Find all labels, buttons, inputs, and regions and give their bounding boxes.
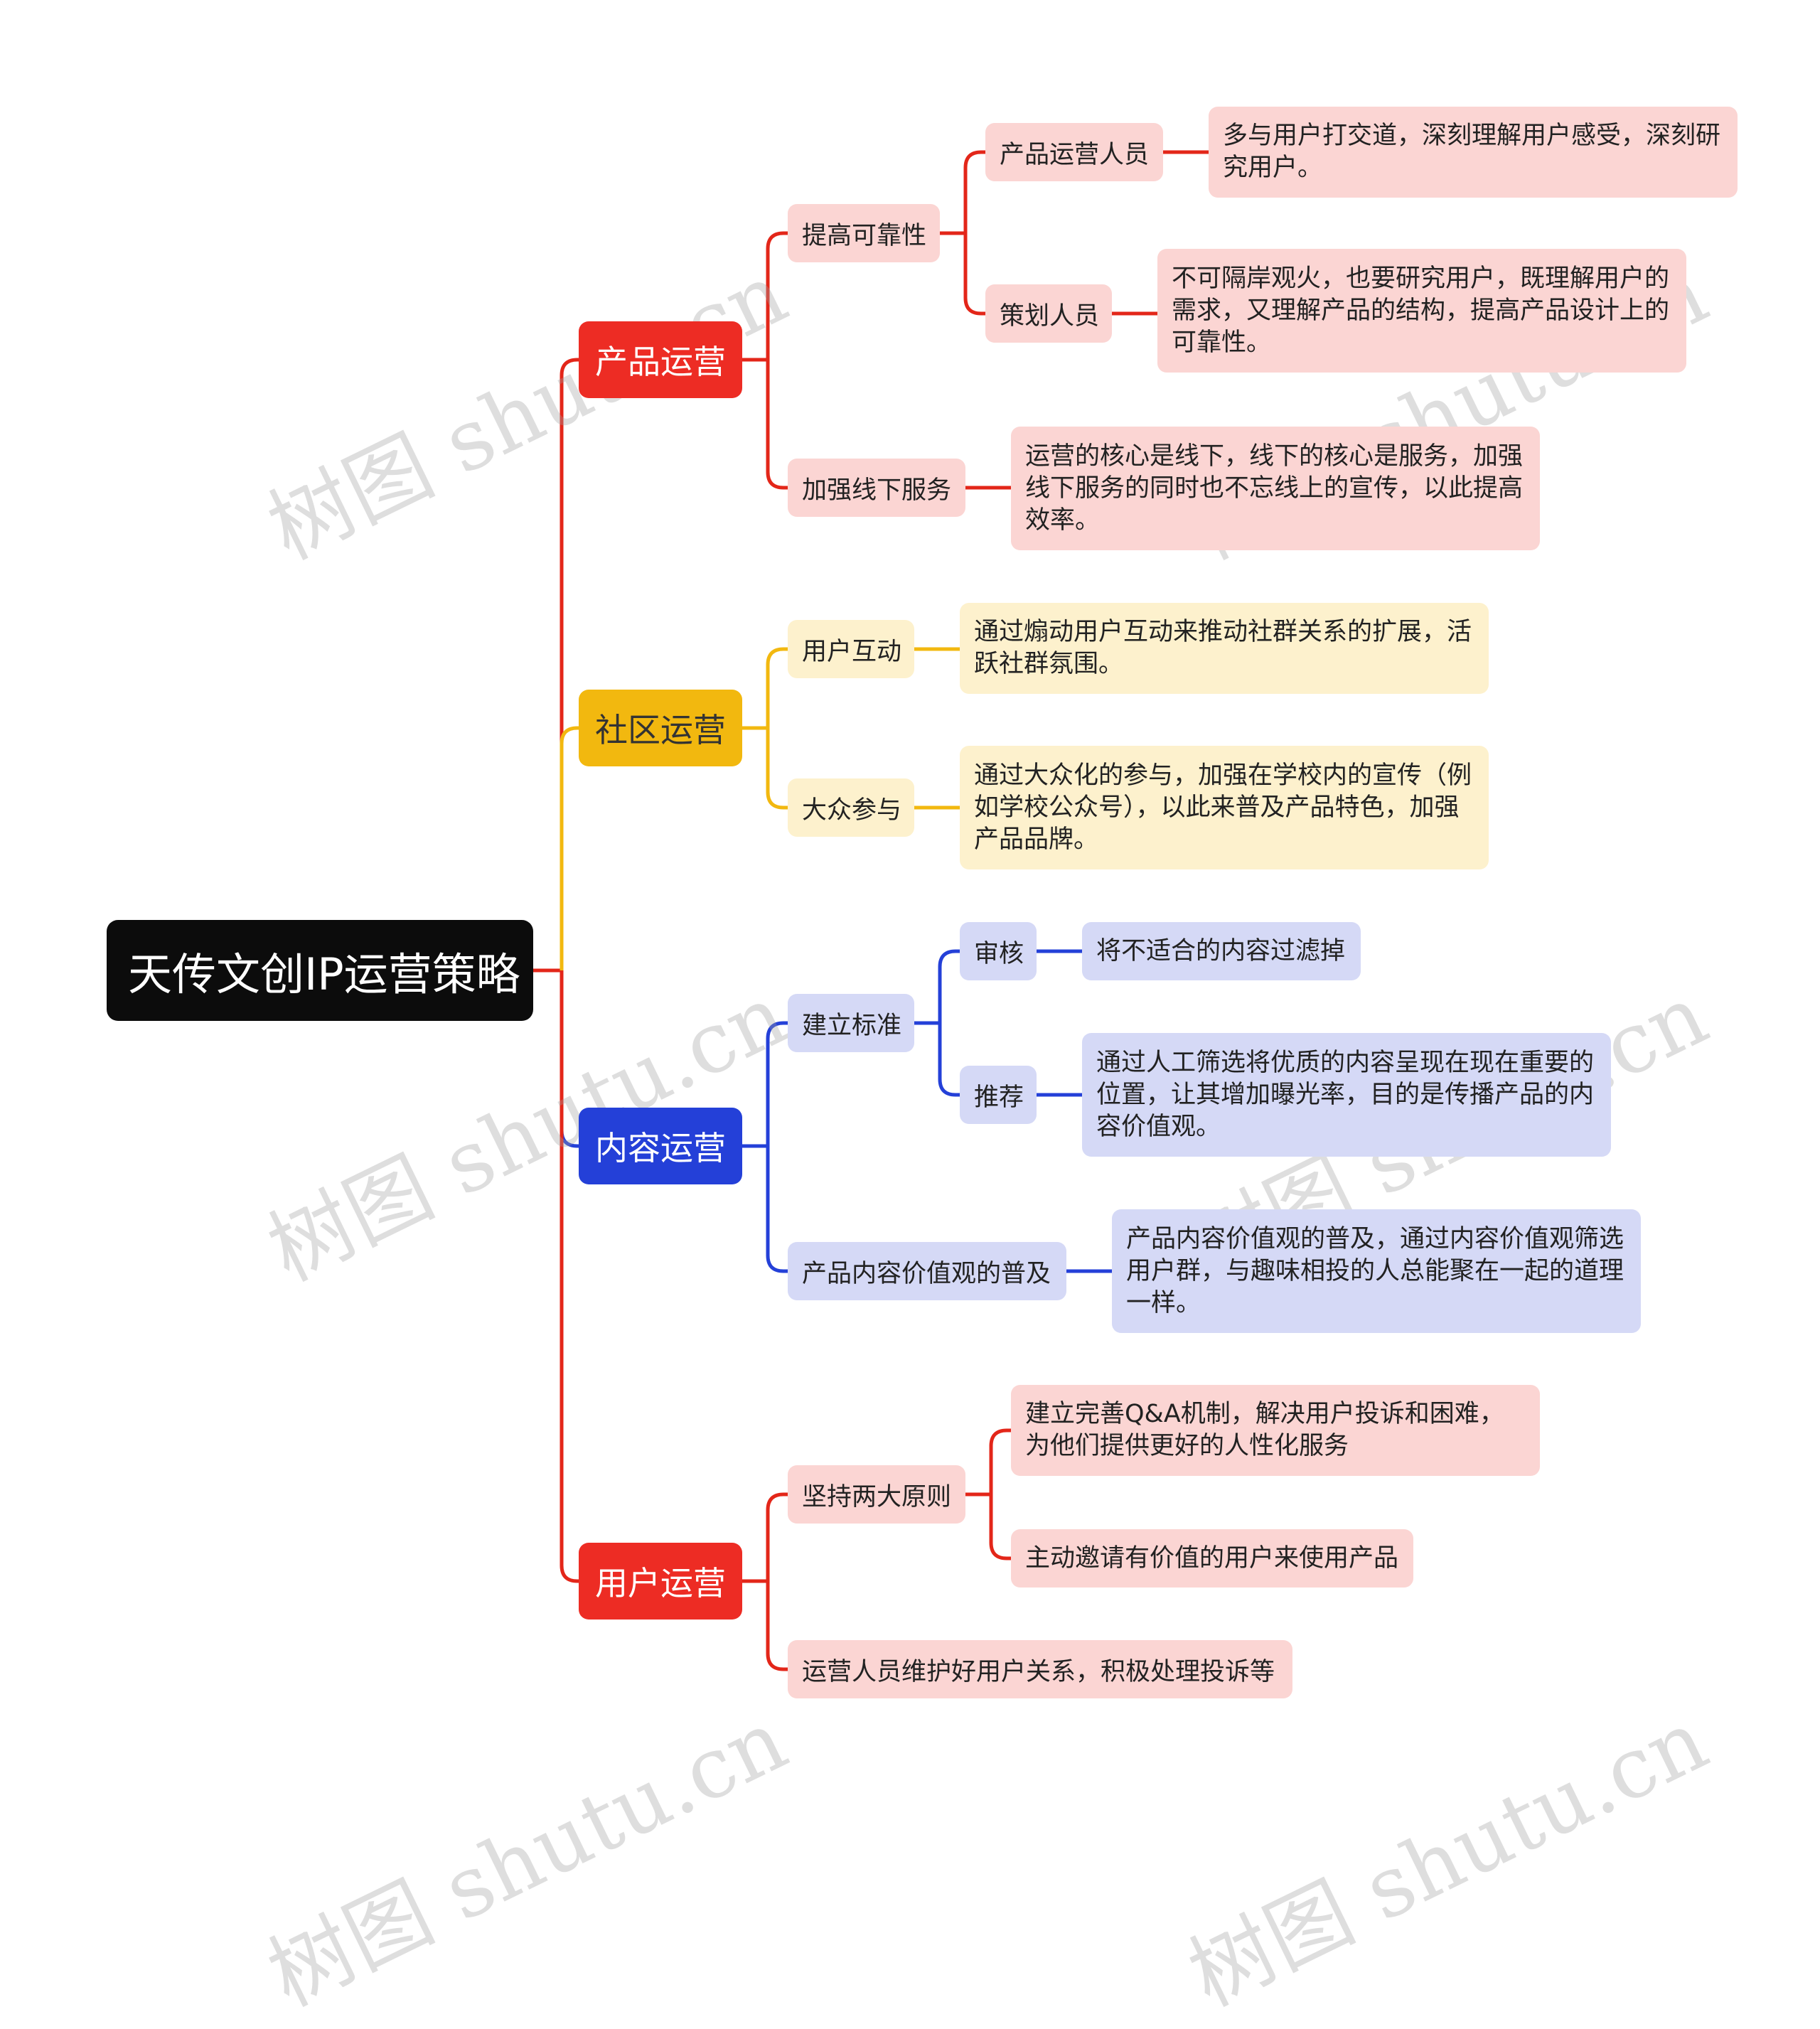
detail-public-participation: 通过大众化的参与，加强在学校内的宣传（例如学校公众号），以此来普及产品特色，加强… [960,746,1489,869]
connector [740,1021,790,1273]
detail-offline-service: 运营的核心是线下，线下的核心是服务，加强线下服务的同时也不忘线上的宣传，以此提高… [1011,427,1540,550]
branch-community-operations[interactable]: 社区运营 [579,690,742,766]
connector [938,150,987,316]
detail-invite-users: 主动邀请有价值的用户来使用产品 [1011,1529,1413,1588]
node-improve-reliability[interactable]: 提高可靠性 [788,204,940,262]
connector [740,647,790,810]
connector [912,949,962,1097]
node-two-principles[interactable]: 坚持两大原则 [788,1465,965,1524]
connector [560,358,579,970]
connector [740,1492,790,1671]
node-product-operators[interactable]: 产品运营人员 [985,123,1163,181]
connector-lines [531,150,1211,1671]
node-content-values[interactable]: 产品内容价值观的普及 [788,1242,1066,1300]
detail-planners: 不可隔岸观火，也要研究用户，既理解用户的需求，又理解产品的结构，提高产品设计上的… [1157,249,1686,373]
root-node[interactable]: 天传文创IP运营策略 [107,920,533,1021]
detail-user-interaction: 通过煽动用户互动来推动社群关系的扩展，活跃社群氛围。 [960,603,1489,694]
detail-qa-mechanism: 建立完善Q&A机制，解决用户投诉和困难，为他们提供更好的人性化服务 [1011,1385,1540,1476]
detail-product-operators: 多与用户打交道，深刻理解用户感受，深刻研究用户。 [1209,107,1738,198]
node-planners[interactable]: 策划人员 [985,284,1112,343]
node-set-standards[interactable]: 建立标准 [788,994,914,1052]
branch-product-operations[interactable]: 产品运营 [579,321,742,398]
node-public-participation[interactable]: 大众参与 [788,778,914,837]
node-maintain-relations[interactable]: 运营人员维护好用户关系，积极处理投诉等 [788,1640,1292,1698]
branch-content-operations[interactable]: 内容运营 [579,1108,742,1184]
connector [560,726,579,970]
detail-recommend: 通过人工筛选将优质的内容呈现在现在重要的位置，让其增加曝光率，目的是传播产品的内… [1082,1033,1611,1157]
connector [740,231,790,490]
node-review[interactable]: 审核 [960,922,1037,980]
branch-user-operations[interactable]: 用户运营 [579,1543,742,1620]
node-recommend[interactable]: 推荐 [960,1066,1037,1124]
node-offline-service[interactable]: 加强线下服务 [788,459,965,517]
connector [963,1428,1013,1560]
detail-review: 将不适合的内容过滤掉 [1082,922,1361,980]
node-user-interaction[interactable]: 用户互动 [788,620,914,678]
connector [560,970,579,1583]
mind-map: 树图 shutu.cn 树图 shutu.cn 树图 shutu.cn 树图 s… [107,107,1738,2025]
detail-content-values: 产品内容价值观的普及，通过内容价值观筛选用户群，与趣味相投的人总能聚在一起的道理… [1112,1209,1641,1333]
